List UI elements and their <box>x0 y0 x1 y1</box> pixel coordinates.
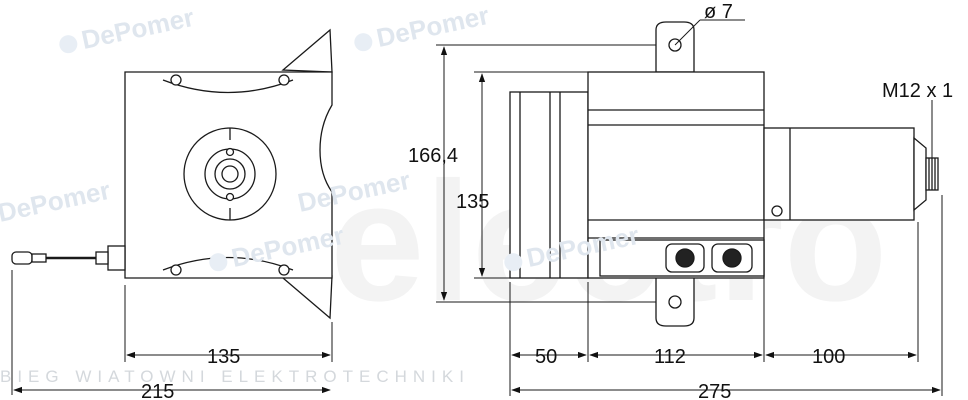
side-bracket-bottom-hole <box>668 295 682 309</box>
watermark-1: DePomer <box>59 2 197 55</box>
side-drum-section <box>509 91 589 279</box>
side-sensor-screw <box>771 205 783 217</box>
watermark-logo-icon <box>504 253 523 272</box>
front-drum-shaft <box>221 165 239 183</box>
side-sensor-cap <box>913 136 927 212</box>
watermark-bottom-text: BIEG WIATOWNI ELEKTROTECHNIKI <box>0 367 470 386</box>
watermark-logo-icon <box>59 35 78 54</box>
front-view <box>11 28 333 320</box>
dim-overall-width: 215 <box>141 381 174 400</box>
front-dimensions <box>11 270 333 395</box>
dim-segment-b: 112 <box>654 346 686 368</box>
side-dimensions <box>436 19 943 396</box>
front-screw-tl <box>170 74 182 86</box>
dim-overall-length: 275 <box>698 381 731 400</box>
side-view <box>509 21 939 327</box>
front-wire-sleeve <box>31 253 47 263</box>
dim-segment-a: 50 <box>535 346 557 368</box>
side-sensor-housing <box>763 127 915 221</box>
front-wire-exit <box>107 245 126 271</box>
dim-segment-c: 100 <box>812 346 845 368</box>
side-gland-2-hole <box>722 248 742 268</box>
dim-overall-height: 166,4 <box>408 145 458 167</box>
watermark-2: DePomer <box>354 0 492 53</box>
front-wire-clamp <box>95 251 109 265</box>
front-screw-tr <box>278 74 290 86</box>
front-drum-screw-top <box>225 147 235 157</box>
front-bracket-bottom <box>281 275 333 320</box>
front-wire-eye <box>11 251 33 265</box>
watermark-brand-partial: DePomer <box>0 175 113 228</box>
dim-hole-diameter: ø 7 <box>704 1 733 23</box>
front-screw-bl <box>170 264 182 276</box>
front-drum-screw-bottom <box>225 192 235 202</box>
dim-body-height: 135 <box>456 191 489 213</box>
front-bracket-top <box>281 28 333 73</box>
watermark-brand: DePomer <box>79 2 197 55</box>
dim-connector: M12 x 1 <box>882 80 953 102</box>
front-screw-br <box>278 264 290 276</box>
watermark-logo-icon <box>209 253 228 272</box>
leader-hole <box>674 19 701 46</box>
dim-flange-width: 135 <box>207 346 240 368</box>
watermark-logo-icon <box>354 33 373 52</box>
watermark-3: DePomer <box>0 175 113 228</box>
side-gland-1-hole <box>675 248 695 268</box>
